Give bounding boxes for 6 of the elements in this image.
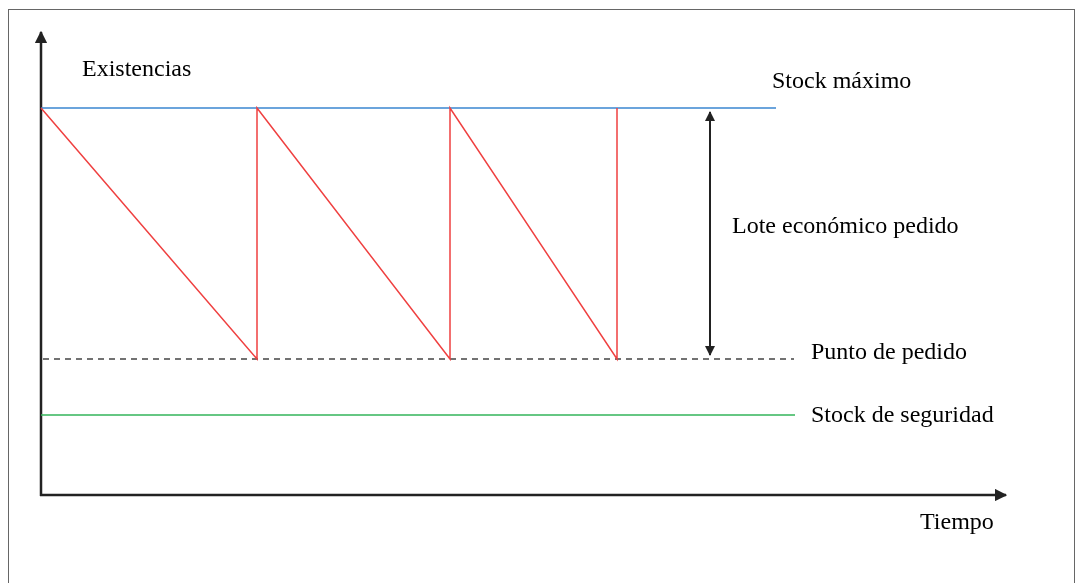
line-label: Stock de seguridad	[811, 400, 994, 428]
axis-label: Existencias	[82, 54, 192, 82]
line-label: Punto de pedido	[811, 337, 967, 365]
line-label: Stock máximo	[772, 66, 912, 94]
axis-label: Tiempo	[920, 507, 994, 535]
dimension-label: Lote económico pedido	[732, 211, 959, 239]
